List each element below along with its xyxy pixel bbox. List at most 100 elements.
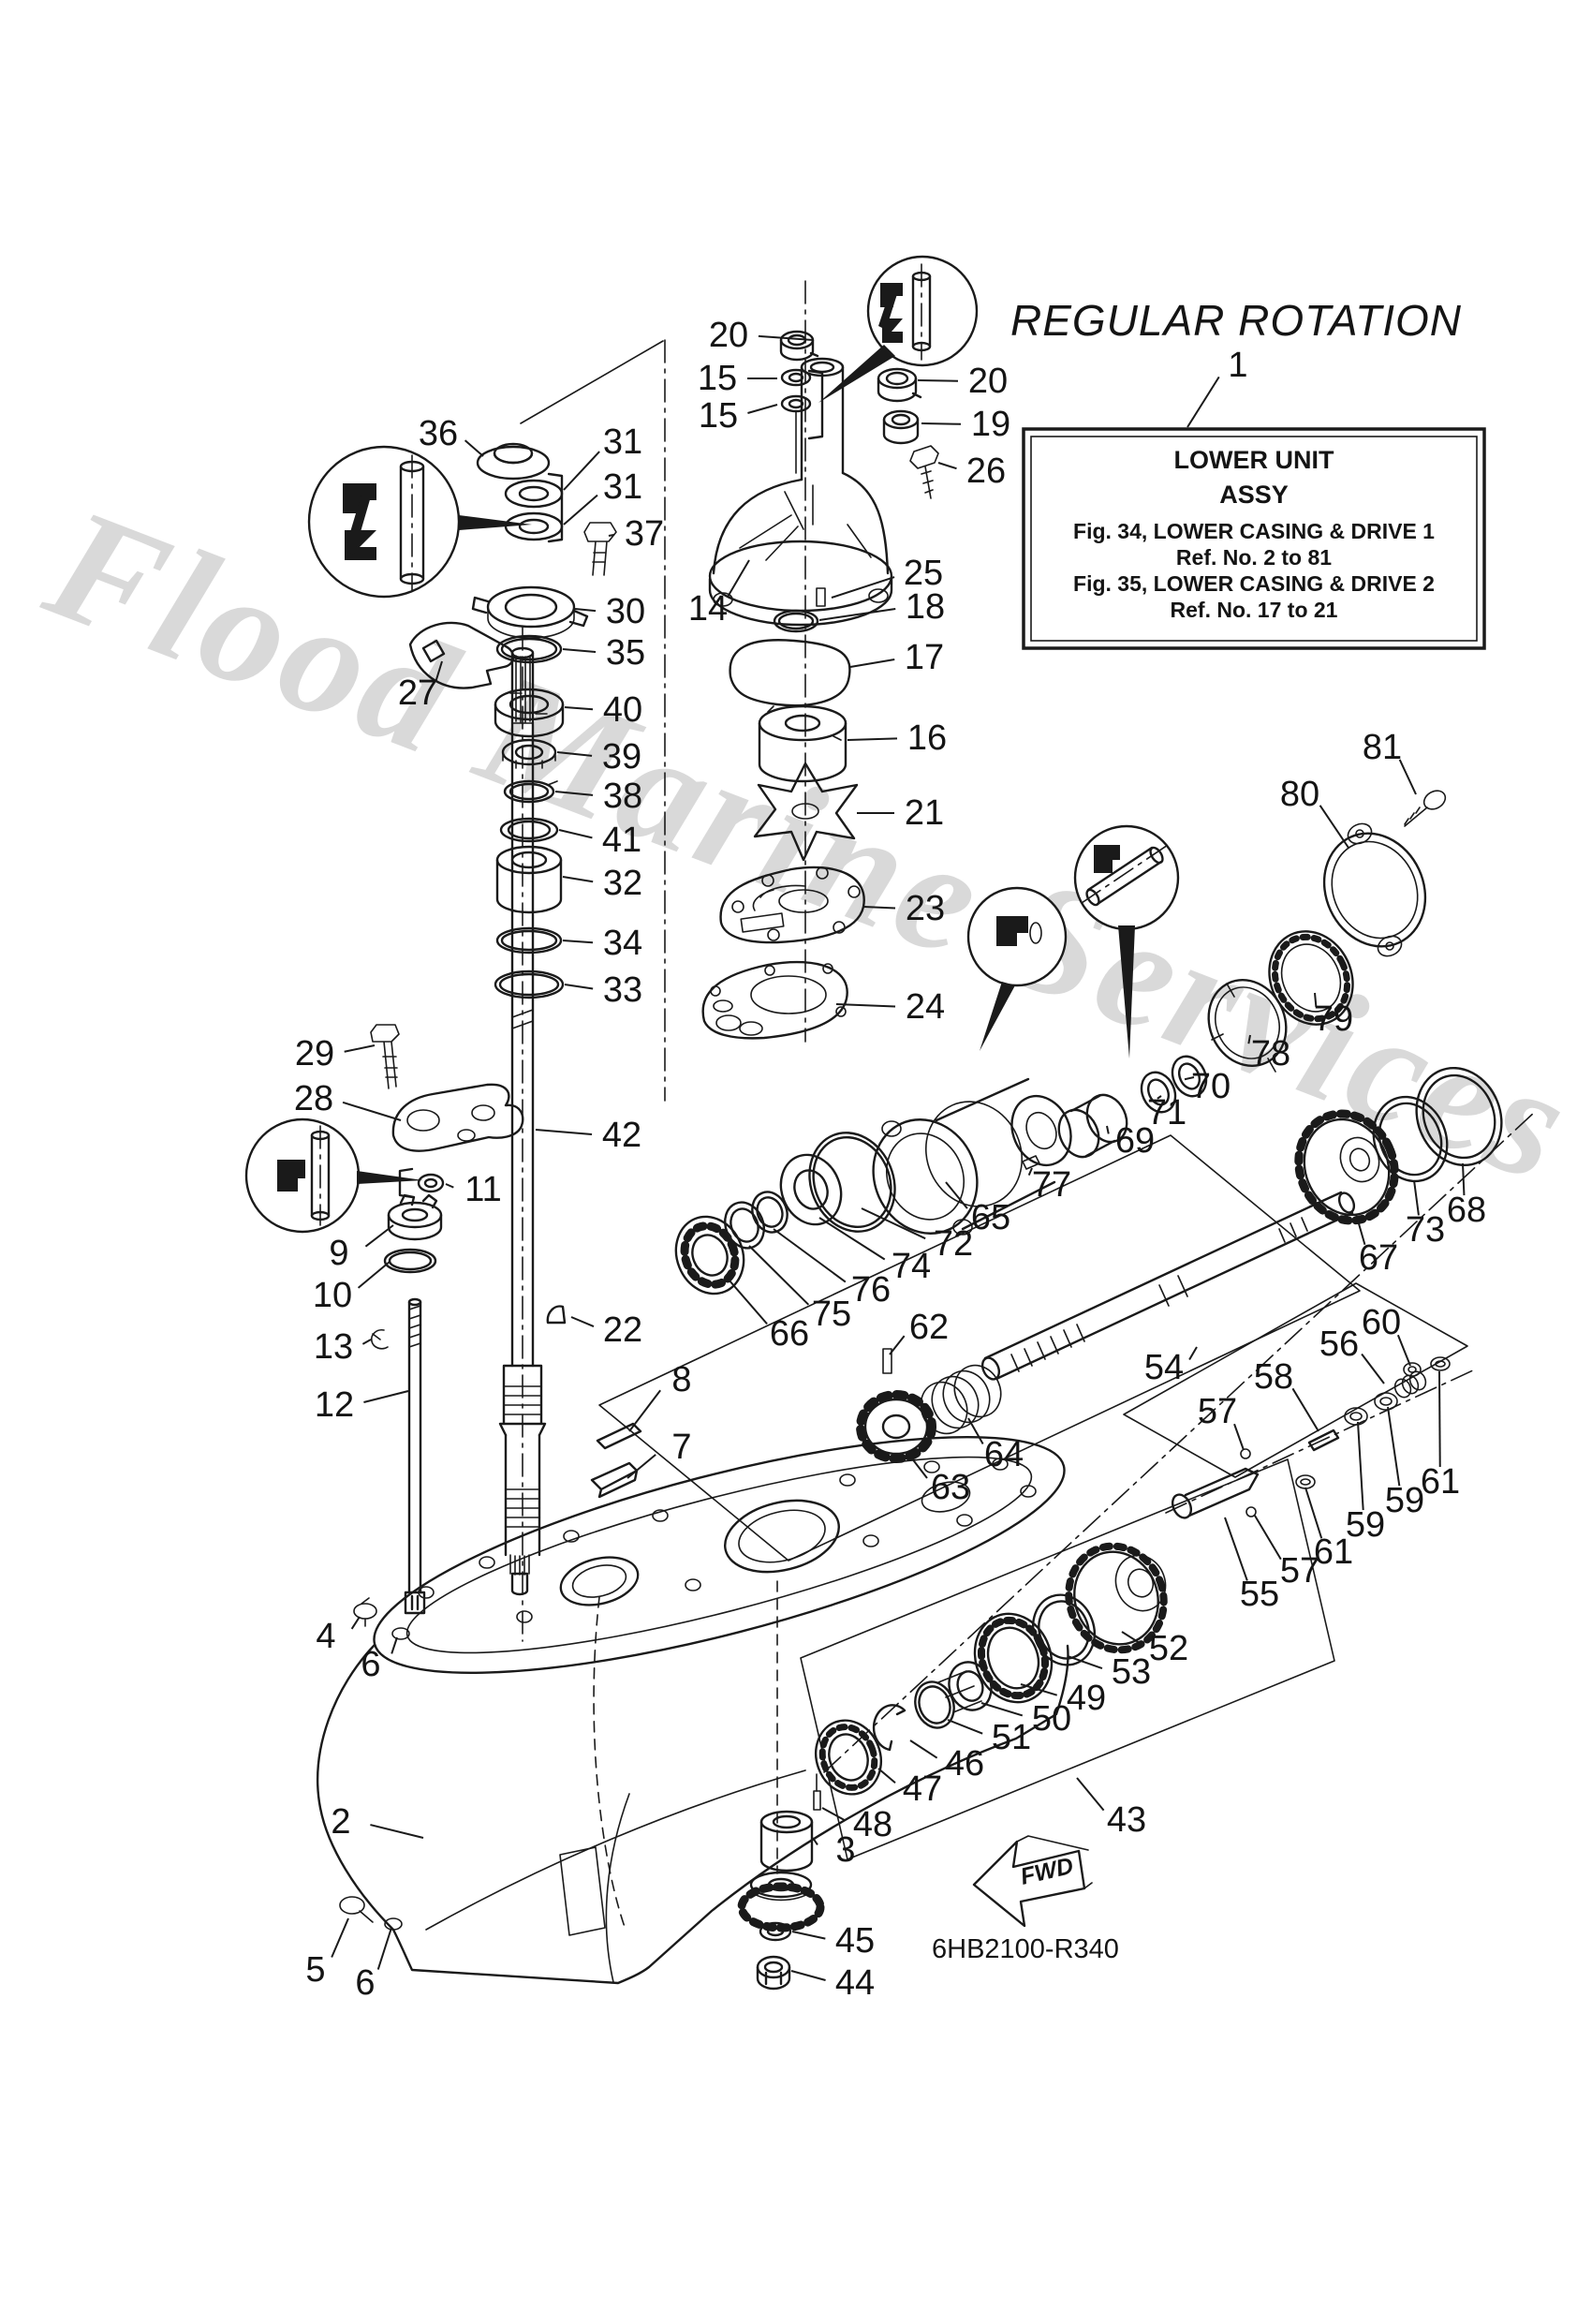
seal-71 — [1140, 1071, 1177, 1114]
leader-line-10 — [357, 1261, 391, 1289]
part-label-73: 73 — [1406, 1210, 1445, 1250]
pump-housing-14 — [708, 357, 893, 627]
part-label-49: 49 — [1067, 1679, 1106, 1718]
leader-line-39 — [556, 751, 593, 757]
leader-line-23 — [862, 906, 896, 910]
washer-6b — [384, 1917, 403, 1931]
leader-line-15 — [747, 404, 778, 414]
gear-67 — [1294, 1109, 1399, 1225]
shift-rod-group — [370, 1024, 524, 1615]
oring-35 — [495, 634, 563, 664]
leader-line-46 — [909, 1739, 938, 1759]
leader-line-28 — [342, 1101, 402, 1121]
part-label-14: 14 — [688, 589, 728, 629]
part-label-63: 63 — [931, 1468, 970, 1507]
seal-74 — [779, 1153, 843, 1226]
housing-47 — [815, 1719, 882, 1796]
leader-line-49 — [1020, 1683, 1057, 1696]
washer-61b — [1295, 1474, 1316, 1489]
oring-72 — [808, 1132, 896, 1233]
part-label-12: 12 — [315, 1385, 354, 1425]
pin-48 — [813, 1773, 821, 1811]
collar-19 — [882, 409, 920, 445]
impeller-21 — [753, 762, 859, 862]
leader-line-35 — [562, 648, 597, 654]
ring-51 — [914, 1680, 955, 1729]
nut-44 — [756, 1955, 791, 1991]
leader-line-3 — [812, 1837, 818, 1845]
pin-58 — [1307, 1428, 1340, 1452]
info-box: LOWER UNIT ASSY Fig. 34, LOWER CASING & … — [1022, 427, 1486, 650]
spring-56 — [1393, 1370, 1427, 1399]
leader-line-2 — [370, 1824, 424, 1839]
part-label-34: 34 — [603, 924, 642, 963]
part-label-69: 69 — [1115, 1121, 1155, 1161]
cap-36 — [476, 442, 551, 481]
gasket-24 — [701, 960, 848, 1040]
pin-77 — [1022, 1155, 1040, 1170]
bearing-housing-cluster — [674, 1077, 1072, 1295]
carrier-cluster — [737, 1542, 1168, 1991]
part-label-28: 28 — [294, 1079, 333, 1118]
leader-line-41 — [558, 829, 593, 839]
leader-line-27 — [435, 660, 443, 682]
part-label-25: 25 — [904, 554, 943, 593]
washer-38 — [503, 779, 558, 804]
part-label-15: 15 — [698, 359, 737, 398]
washer-61a — [1430, 1356, 1451, 1371]
leader-line-20 — [917, 379, 959, 382]
leader-line-7 — [626, 1454, 656, 1479]
bolt-55 — [1171, 1467, 1260, 1519]
bushing-32 — [495, 845, 563, 914]
forward-gear-cluster — [1057, 790, 1503, 1225]
bearing-31b — [504, 511, 564, 541]
leader-line-60 — [1396, 1334, 1411, 1367]
oring-18 — [773, 609, 819, 633]
part-label-3: 3 — [835, 1830, 855, 1870]
leader-line-75 — [748, 1245, 810, 1306]
leader-line-80 — [1319, 805, 1349, 849]
part-label-19: 19 — [971, 405, 1010, 444]
bearing-31a — [504, 479, 564, 509]
bolt-37 — [583, 522, 617, 576]
leader-line-16 — [847, 737, 898, 741]
leader-line-1 — [1186, 376, 1220, 428]
insert-16 — [758, 704, 847, 783]
part-label-57: 57 — [1280, 1551, 1319, 1591]
part-label-52: 52 — [1149, 1629, 1188, 1668]
key-7 — [590, 1461, 639, 1499]
leader-line-57 — [1233, 1423, 1245, 1451]
part-label-33: 33 — [603, 970, 642, 1010]
lower-casing-drawing — [317, 1436, 1069, 1985]
leader-line-30 — [574, 608, 597, 613]
leader-line-12 — [363, 1390, 409, 1403]
detail-circle-right — [1073, 824, 1180, 1058]
part-label-50: 50 — [1032, 1699, 1071, 1739]
leader-line-81 — [1398, 759, 1417, 795]
part-label-21: 21 — [905, 793, 944, 833]
driveshaft-42 — [498, 646, 642, 1596]
leader-line-22 — [570, 1316, 595, 1327]
bushing-3 — [759, 1810, 814, 1873]
part-label-66: 66 — [770, 1314, 809, 1354]
housing-65 — [872, 1077, 1072, 1236]
bolt-29 — [370, 1024, 400, 1089]
part-label-37: 37 — [625, 514, 664, 554]
part-label-10: 10 — [313, 1276, 352, 1315]
leader-line-31 — [563, 451, 600, 491]
leader-line-8 — [628, 1389, 661, 1432]
leader-line-26 — [937, 462, 957, 470]
cap-20b — [877, 367, 922, 403]
leader-line-32 — [562, 876, 594, 883]
bushing-11 — [417, 1173, 445, 1193]
ball-bearing-66 — [674, 1215, 745, 1295]
part-label-74: 74 — [892, 1247, 931, 1286]
leader-line-42 — [535, 1129, 593, 1135]
rod-12 — [404, 1297, 426, 1615]
leader-line-4 — [350, 1616, 361, 1630]
part-label-26: 26 — [966, 451, 1006, 491]
leader-line-71 — [1157, 1095, 1162, 1100]
detail-circle-top — [818, 255, 979, 403]
